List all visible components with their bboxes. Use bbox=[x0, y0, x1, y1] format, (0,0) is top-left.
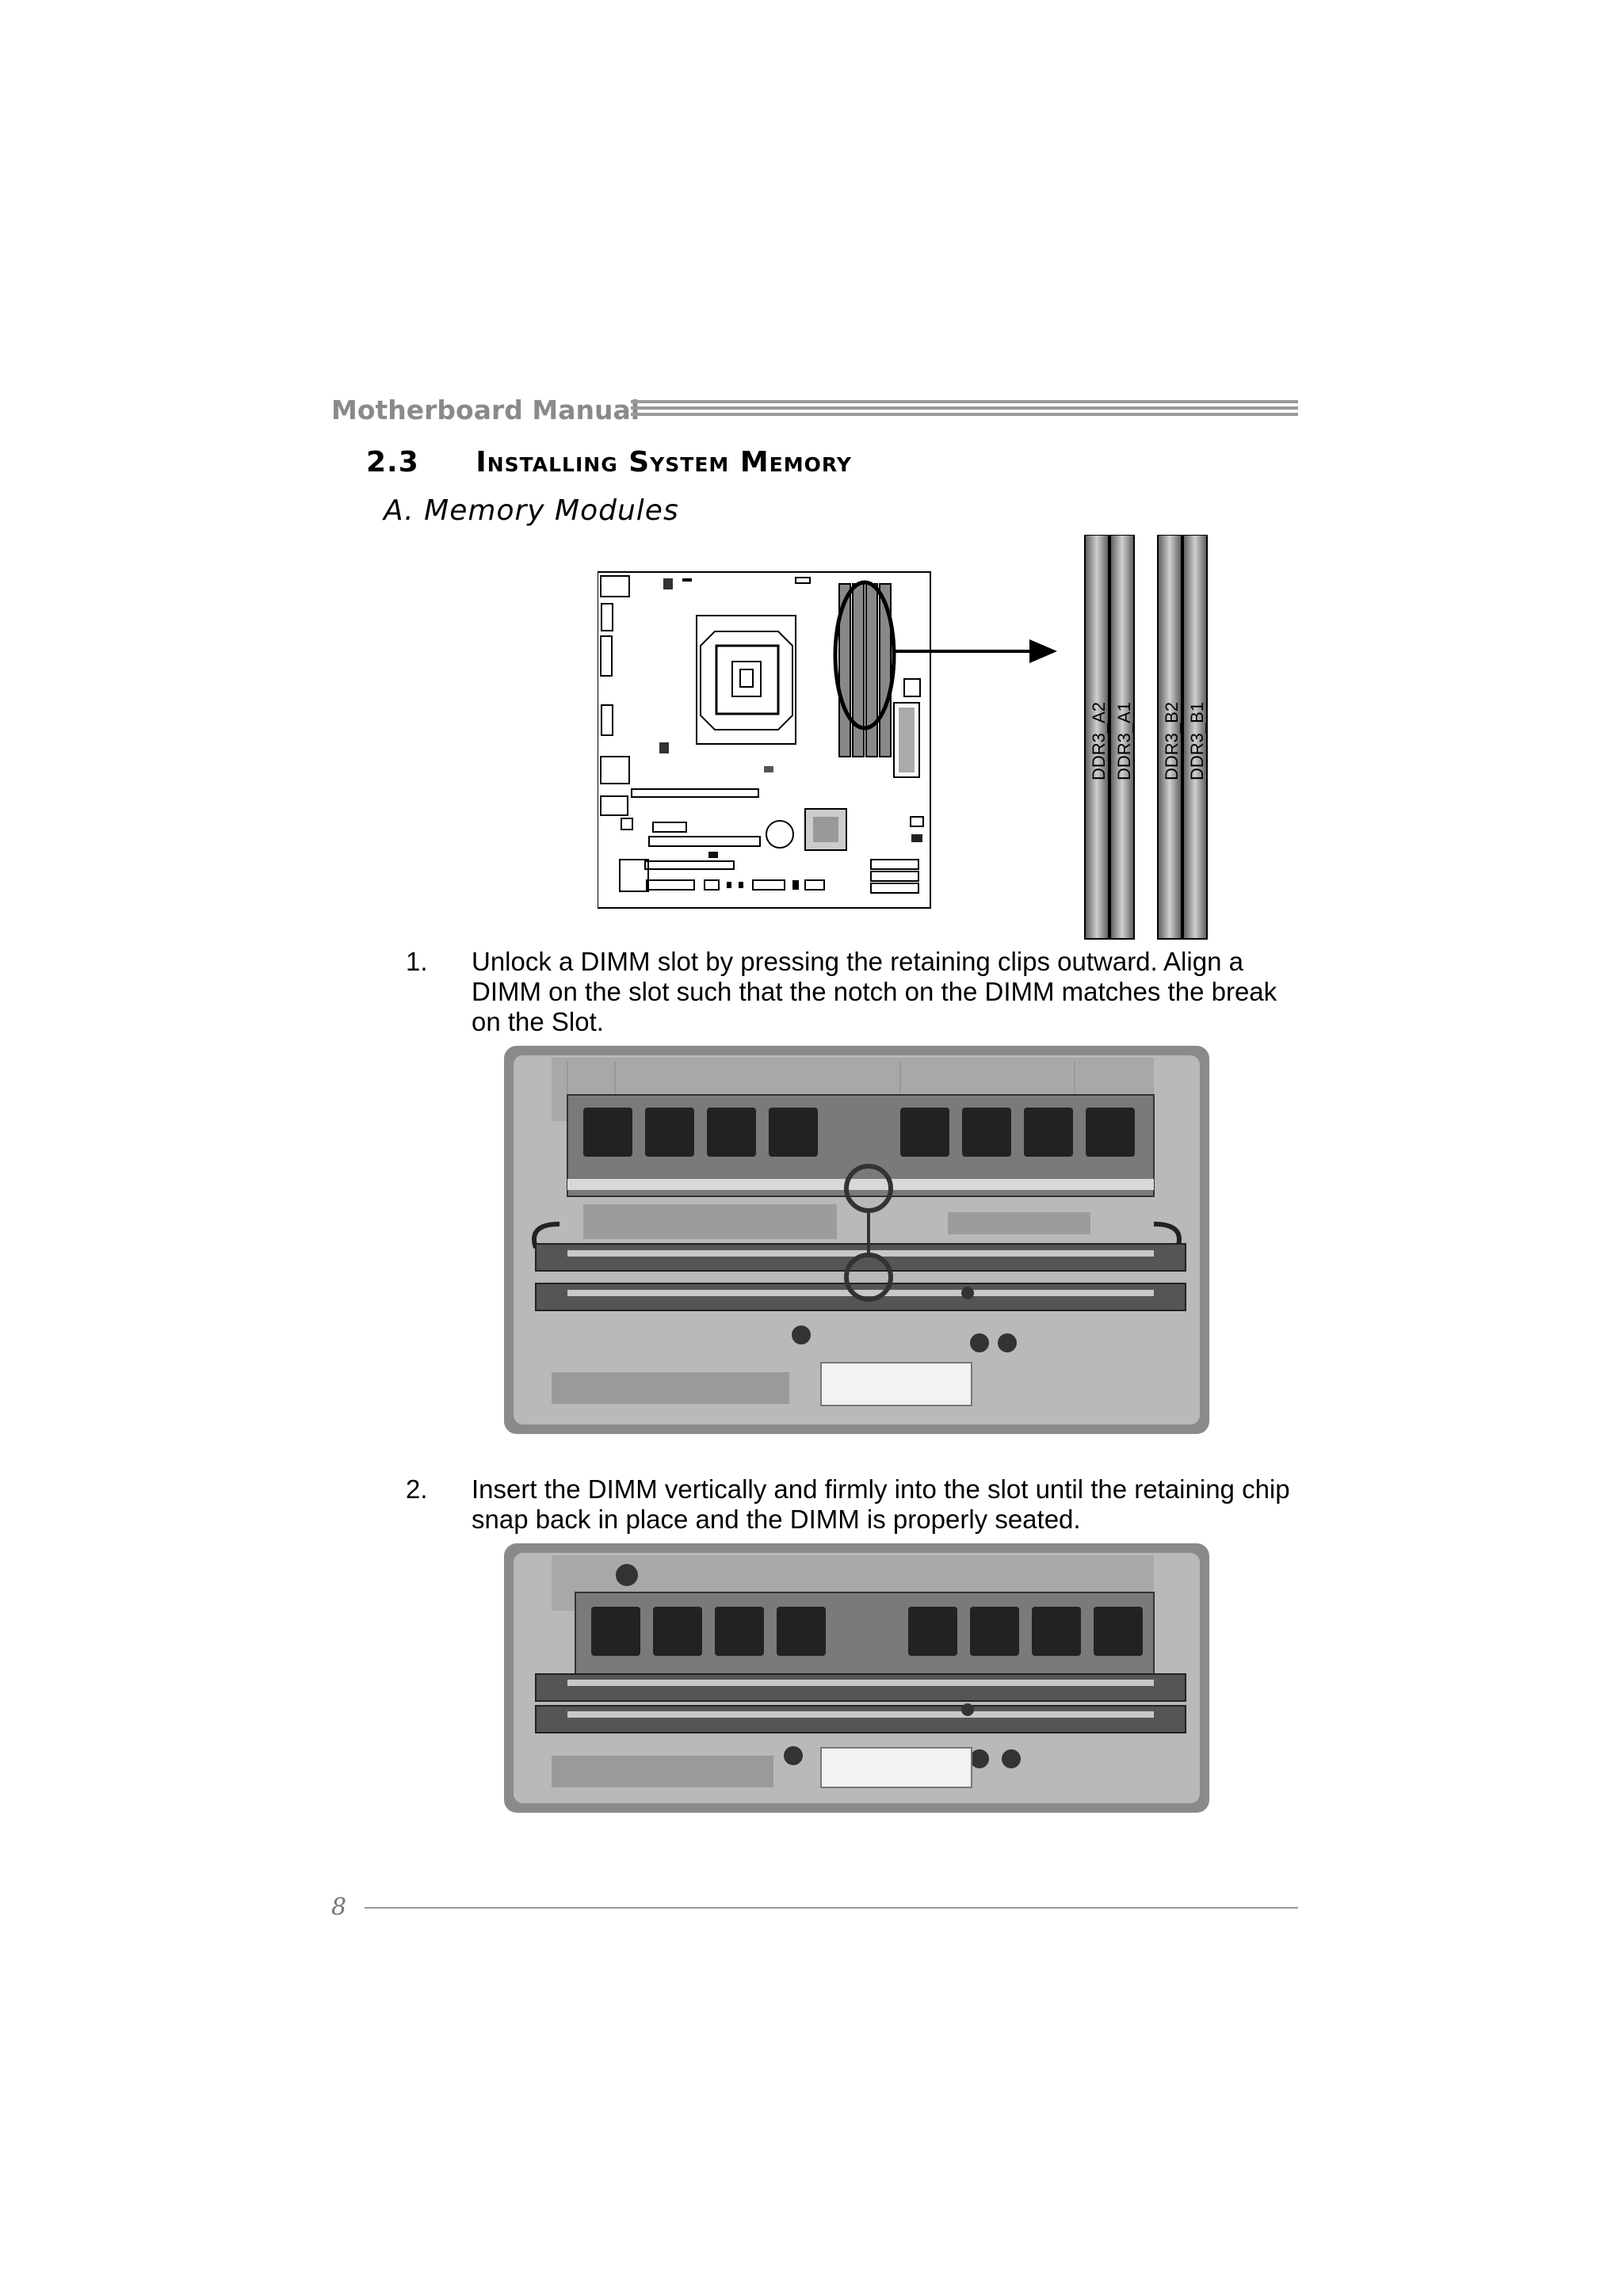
dimm-slot-label-a2: DDR3_A2 bbox=[1089, 702, 1109, 780]
callout-arrow-head bbox=[1029, 639, 1057, 663]
motherboard-memory-diagram: DDR3_A2 DDR3_A1 DDR3_B2 DDR3_B1 bbox=[598, 535, 1208, 940]
header-rule bbox=[631, 400, 1298, 416]
dimm-slot-b1 bbox=[1182, 535, 1208, 940]
footer-rule bbox=[365, 1907, 1298, 1909]
section-number: 2.3 bbox=[366, 446, 419, 479]
left-retaining-clip bbox=[532, 1222, 560, 1249]
step-1: 1. Unlock a DIMM slot by pressing the re… bbox=[406, 947, 1301, 1042]
dimm-slot-label-b1: DDR3_B1 bbox=[1187, 702, 1207, 780]
section-heading: 2.3 Installing System Memory bbox=[366, 446, 852, 479]
board-dimm-slot-3 bbox=[865, 583, 878, 757]
page-number: 8 bbox=[331, 1894, 347, 1921]
manual-header-label: Motherboard Manual bbox=[331, 395, 640, 425]
dimm-slot-a1 bbox=[1109, 535, 1135, 940]
atx-connector bbox=[820, 1362, 972, 1406]
step-2-text: Insert the DIMM vertically and firmly in… bbox=[472, 1474, 1290, 1534]
dimm-slot-a2 bbox=[1084, 535, 1109, 940]
dimm-slot-label-a1: DDR3_A1 bbox=[1114, 702, 1134, 780]
dimm-slot-b2 bbox=[1157, 535, 1182, 940]
section-title: Installing System Memory bbox=[475, 446, 852, 479]
step-1-text: Unlock a DIMM slot by pressing the retai… bbox=[472, 947, 1277, 1036]
board-dimm-slot-2 bbox=[852, 583, 865, 757]
dimm-slot-label-b2: DDR3_B2 bbox=[1162, 702, 1182, 780]
dimm-highlight-circle bbox=[833, 580, 896, 730]
dimm-seated-photo bbox=[504, 1543, 1209, 1813]
step-2-number: 2. bbox=[406, 1474, 428, 1504]
step-1-number: 1. bbox=[406, 947, 428, 976]
subsection-title: A. Memory Modules bbox=[384, 494, 679, 527]
slot-break-circle bbox=[844, 1253, 893, 1302]
dimm-alignment-photo bbox=[504, 1046, 1209, 1434]
step-2: 2. Insert the DIMM vertically and firmly… bbox=[406, 1474, 1301, 1538]
